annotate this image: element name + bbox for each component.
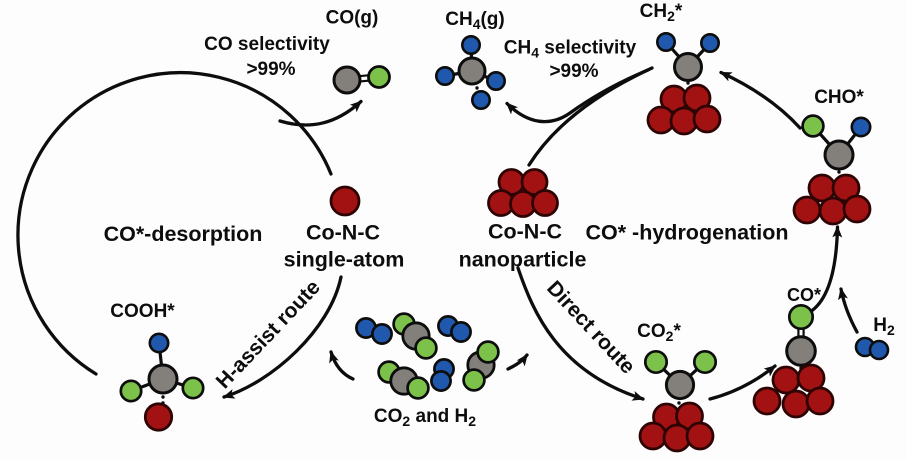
- svg-text:CO2*: CO2*: [637, 321, 681, 344]
- svg-text:CHO*: CHO*: [814, 87, 864, 108]
- svg-text:COOH*: COOH*: [110, 301, 175, 322]
- svg-text:Co-N-C: Co-N-C: [306, 221, 380, 245]
- svg-text:CO*: CO*: [787, 285, 821, 305]
- svg-text:CO(g): CO(g): [326, 8, 379, 29]
- svg-text:CH2*: CH2*: [640, 1, 683, 24]
- svg-text:CH4(g): CH4(g): [445, 9, 505, 32]
- svg-text:CO*-desorption: CO*-desorption: [104, 222, 263, 246]
- svg-text:CO2 and H2: CO2 and H2: [374, 406, 476, 429]
- svg-text:CH4 selectivity: CH4 selectivity: [504, 38, 637, 61]
- svg-text:>99%: >99%: [549, 61, 598, 82]
- svg-text:CO selectivity: CO selectivity: [204, 34, 330, 55]
- svg-text:nanoparticle: nanoparticle: [459, 248, 587, 272]
- svg-text:Co-N-C: Co-N-C: [488, 220, 562, 244]
- svg-text:CO* -hydrogenation: CO* -hydrogenation: [585, 221, 788, 245]
- svg-text:single-atom: single-atom: [284, 248, 405, 272]
- svg-text:>99%: >99%: [246, 59, 295, 80]
